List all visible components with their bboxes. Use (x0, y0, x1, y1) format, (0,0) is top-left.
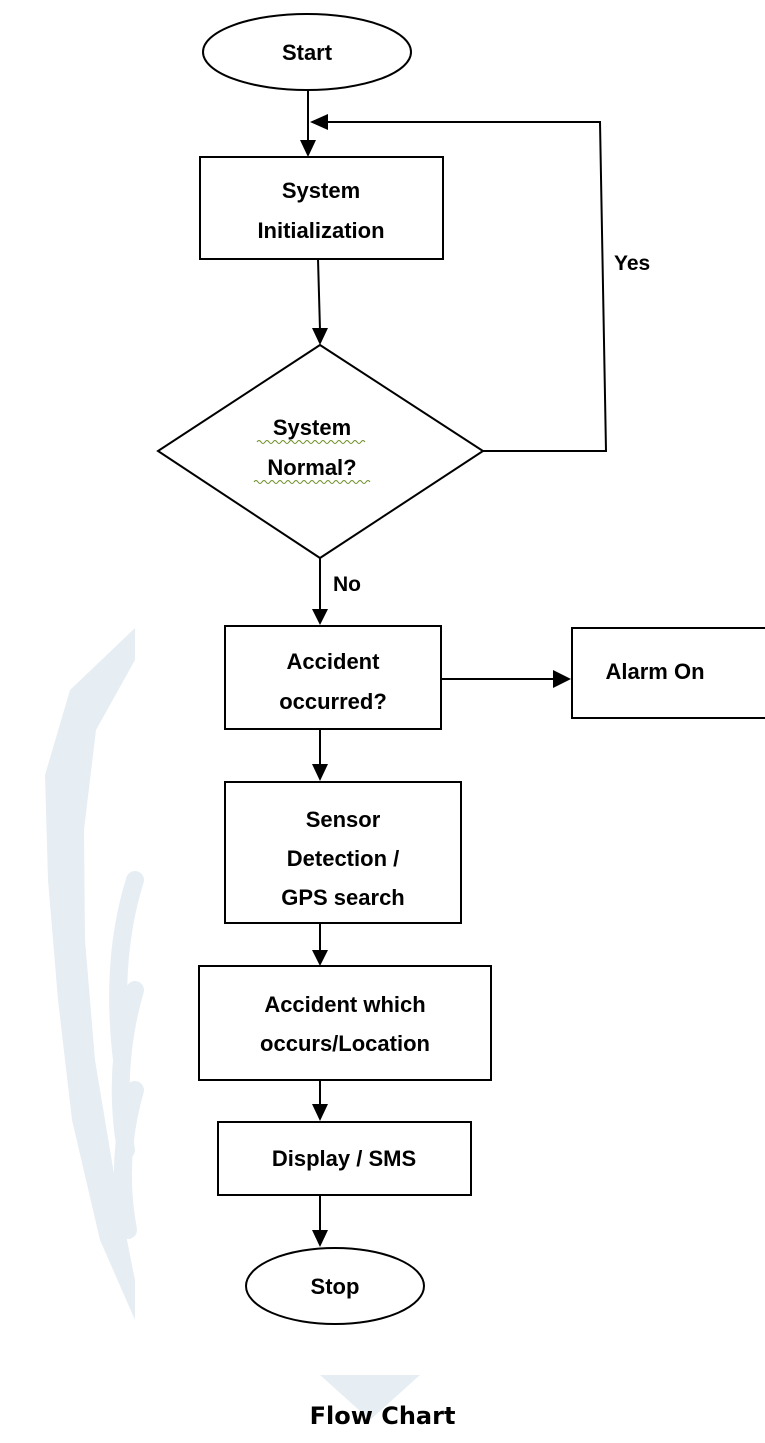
location-box (198, 965, 492, 1081)
node-sensor-detection: Sensor Detection / GPS search (224, 781, 462, 924)
arrowhead (312, 1230, 328, 1247)
node-alarm-on: Alarm On (571, 627, 765, 719)
spellcheck-underline (253, 480, 371, 484)
figure-caption: Flow Chart (309, 1402, 456, 1430)
accident-label-line2: occurred? (279, 689, 387, 714)
sensor-label-line2: Detection / (287, 846, 399, 871)
accident-label-line1: Accident (287, 649, 381, 674)
alarm-box (571, 627, 765, 719)
sensor-box (224, 781, 462, 924)
arrowhead (312, 950, 328, 966)
node-decision-system-normal: System Normal? (156, 343, 485, 560)
edges (300, 90, 608, 1247)
watermark (45, 585, 420, 1420)
arrowhead (312, 764, 328, 781)
display-box (217, 1121, 472, 1196)
decision-label-line1: System (273, 415, 351, 440)
arrowhead (300, 140, 316, 157)
node-start: Start (202, 13, 412, 91)
decision-label-line2: Normal? (267, 455, 356, 480)
stop-terminator (245, 1247, 425, 1325)
node-accident-occurred: Accident occurred? (224, 625, 442, 730)
edge-label-yes: Yes (614, 252, 650, 275)
location-label-line2: occurs/Location (260, 1031, 430, 1056)
alarm-label: Alarm On (605, 659, 704, 684)
edge-yes-loop (325, 121, 608, 452)
arrowhead (312, 1104, 328, 1121)
sensor-label-line3: GPS search (281, 885, 405, 910)
arrowhead (310, 114, 328, 130)
arrowhead (553, 670, 571, 688)
node-system-initialization: System Initialization (199, 156, 444, 260)
node-accident-location: Accident which occurs/Location (198, 965, 492, 1081)
accident-box (224, 625, 442, 730)
start-terminator (202, 13, 412, 91)
sensor-label-line1: Sensor (306, 807, 381, 832)
init-label-line1: System (282, 178, 360, 203)
arrowhead (312, 609, 328, 625)
node-display-sms: Display / SMS (217, 1121, 472, 1196)
display-label: Display / SMS (272, 1146, 416, 1171)
decision-diamond (156, 343, 485, 560)
arrowhead (312, 328, 328, 345)
node-stop: Stop (245, 1247, 425, 1325)
edge-init-to-decision (317, 258, 321, 331)
init-box (199, 156, 444, 260)
stop-label: Stop (311, 1274, 360, 1299)
init-label-line2: Initialization (257, 218, 384, 243)
start-label: Start (282, 40, 333, 65)
spellcheck-underline (256, 440, 366, 444)
edge-label-no: No (333, 573, 361, 596)
location-label-line1: Accident which (264, 992, 425, 1017)
